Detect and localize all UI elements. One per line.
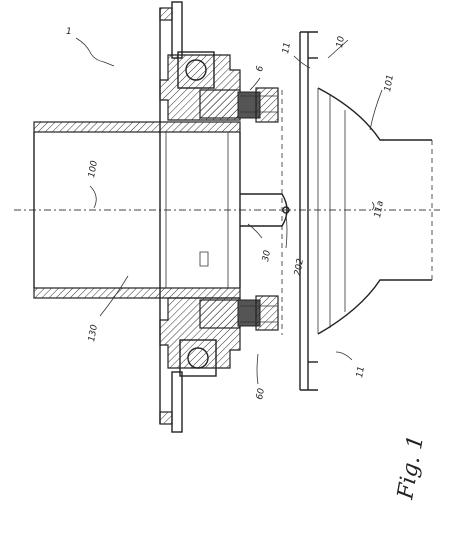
label-10: 10 xyxy=(335,35,347,48)
label-11-top: 11 xyxy=(281,42,293,55)
figure-caption: Fig. 1 xyxy=(393,433,429,502)
label-101: 101 xyxy=(383,74,396,93)
label-130: 130 xyxy=(87,324,100,343)
nozzle-10 xyxy=(299,31,433,391)
label-6: 6 xyxy=(255,65,266,73)
leader-lines xyxy=(75,37,383,385)
label-60: 60 xyxy=(255,387,267,400)
hub-bottom xyxy=(159,295,279,377)
outer-flange xyxy=(159,1,183,433)
pin-30 xyxy=(199,193,290,267)
label-11a: 11a xyxy=(373,200,386,218)
label-30: 30 xyxy=(261,249,273,262)
sleeve-130 xyxy=(33,121,241,299)
label-1: 1 xyxy=(66,27,72,37)
label-202: 202 xyxy=(293,258,306,277)
label-11-bottom: 11 xyxy=(355,366,367,379)
hub-top xyxy=(159,51,279,123)
label-100: 100 xyxy=(87,160,100,179)
